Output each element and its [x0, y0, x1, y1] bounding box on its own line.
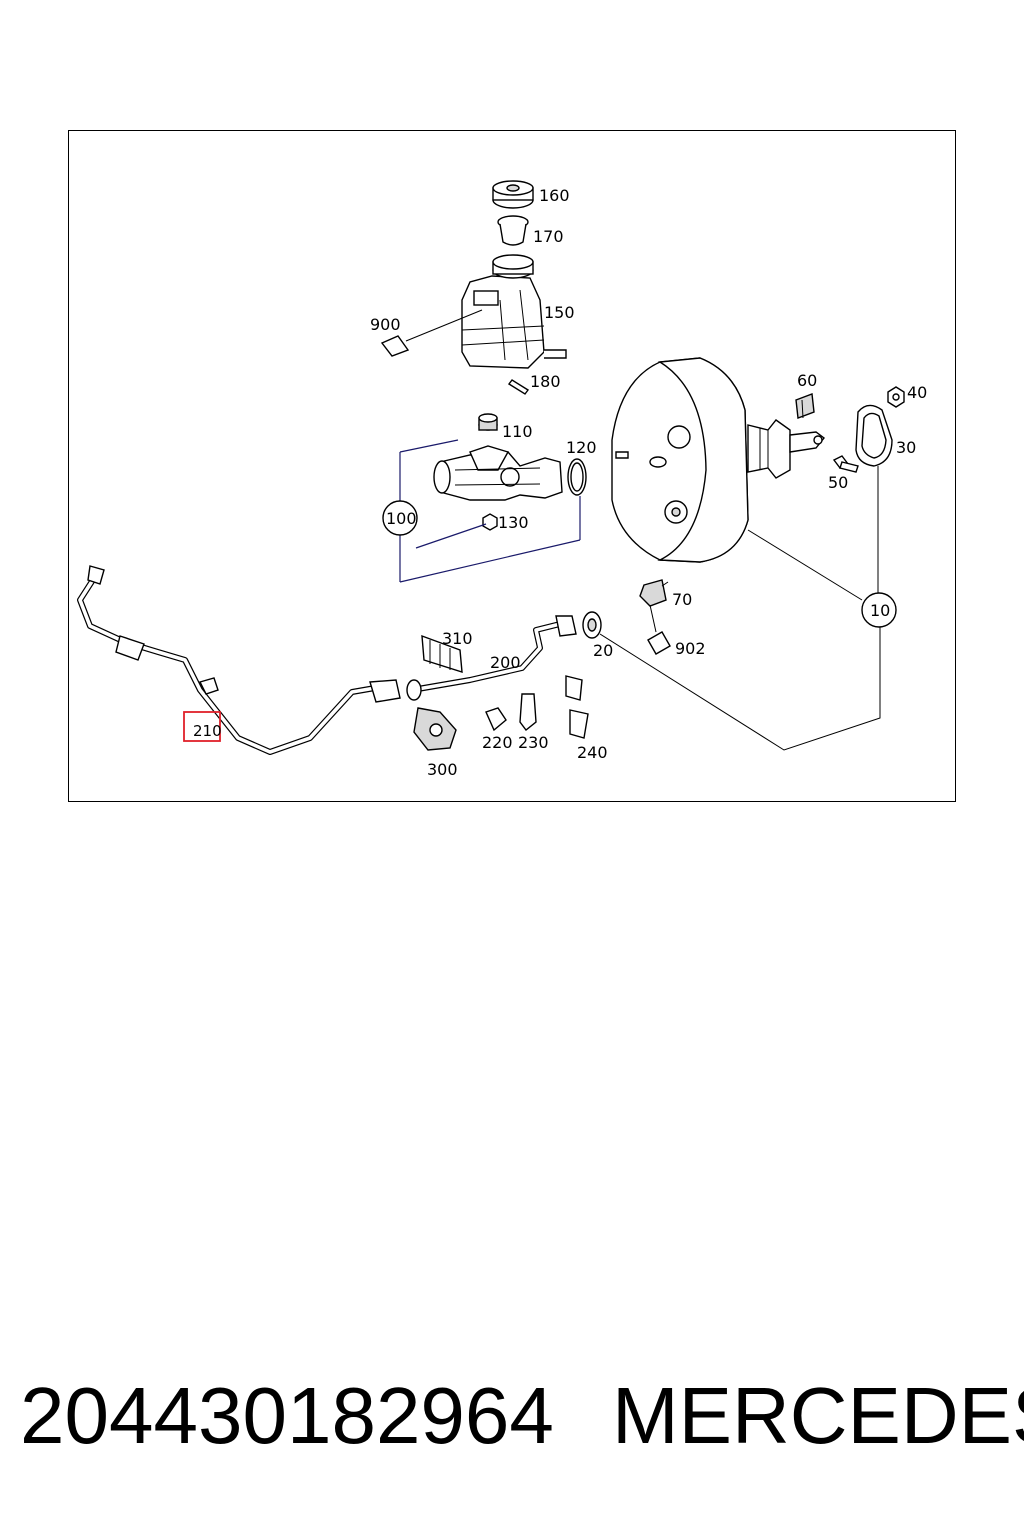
- callout-60: 60: [797, 371, 817, 390]
- clip-240[interactable]: [565, 675, 589, 739]
- master-cylinder-100[interactable]: [433, 445, 563, 501]
- part-number: 204430182964: [20, 1371, 554, 1460]
- brake-booster-10[interactable]: [611, 357, 825, 563]
- callout-230: 230: [518, 733, 549, 752]
- highlight-box-210[interactable]: [183, 711, 221, 742]
- callout-circle-10: [861, 592, 897, 628]
- callout-110: 110: [502, 422, 533, 441]
- label-902[interactable]: [647, 604, 671, 655]
- grommet-110[interactable]: [478, 413, 498, 431]
- callout-150: 150: [544, 303, 575, 322]
- nut-40[interactable]: [887, 386, 905, 408]
- cap-160[interactable]: [492, 180, 534, 209]
- clip-220[interactable]: [485, 707, 507, 732]
- callout-30: 30: [896, 438, 916, 457]
- callout-100: 100: [386, 509, 417, 528]
- clip-60[interactable]: [795, 393, 815, 419]
- callout-40: 40: [907, 383, 927, 402]
- valve-300[interactable]: [413, 707, 457, 751]
- callout-300: 300: [427, 760, 458, 779]
- sensor-70[interactable]: [639, 579, 669, 607]
- callout-circle-100: [382, 500, 418, 536]
- callout-240: 240: [577, 743, 608, 762]
- callout-130: 130: [498, 513, 529, 532]
- callout-120: 120: [566, 438, 597, 457]
- callout-220: 220: [482, 733, 513, 752]
- bracket-310[interactable]: [421, 634, 463, 673]
- booster-leader-lines: [599, 466, 881, 751]
- clip-230[interactable]: [519, 693, 537, 731]
- vacuum-line-210[interactable]: [77, 565, 401, 755]
- callout-310: 310: [442, 629, 473, 648]
- bolt-50[interactable]: [832, 455, 859, 473]
- callout-902: 902: [675, 639, 706, 658]
- nut-130[interactable]: [482, 513, 498, 531]
- callout-160: 160: [539, 186, 570, 205]
- gasket-30[interactable]: [855, 404, 893, 467]
- grommet-20[interactable]: [582, 611, 602, 639]
- callout-200: 200: [490, 653, 521, 672]
- callout-180: 180: [530, 372, 561, 391]
- brand-name: MERCEDES: [612, 1371, 1024, 1460]
- callout-900: 900: [370, 315, 401, 334]
- strainer-170[interactable]: [497, 215, 529, 246]
- seal-120[interactable]: [567, 458, 587, 496]
- callout-70: 70: [672, 590, 692, 609]
- callout-10: 10: [870, 601, 890, 620]
- diagram-frame: [68, 130, 956, 802]
- callout-170: 170: [533, 227, 564, 246]
- vacuum-hose-200[interactable]: [406, 615, 577, 701]
- footer: 204430182964 MERCEDES: [0, 1370, 1024, 1480]
- callout-210: 210: [193, 722, 222, 740]
- label-900[interactable]: [380, 309, 483, 357]
- pin-180[interactable]: [507, 379, 530, 395]
- reservoir-150[interactable]: [461, 254, 567, 369]
- callout-20: 20: [593, 641, 613, 660]
- callout-50: 50: [828, 473, 848, 492]
